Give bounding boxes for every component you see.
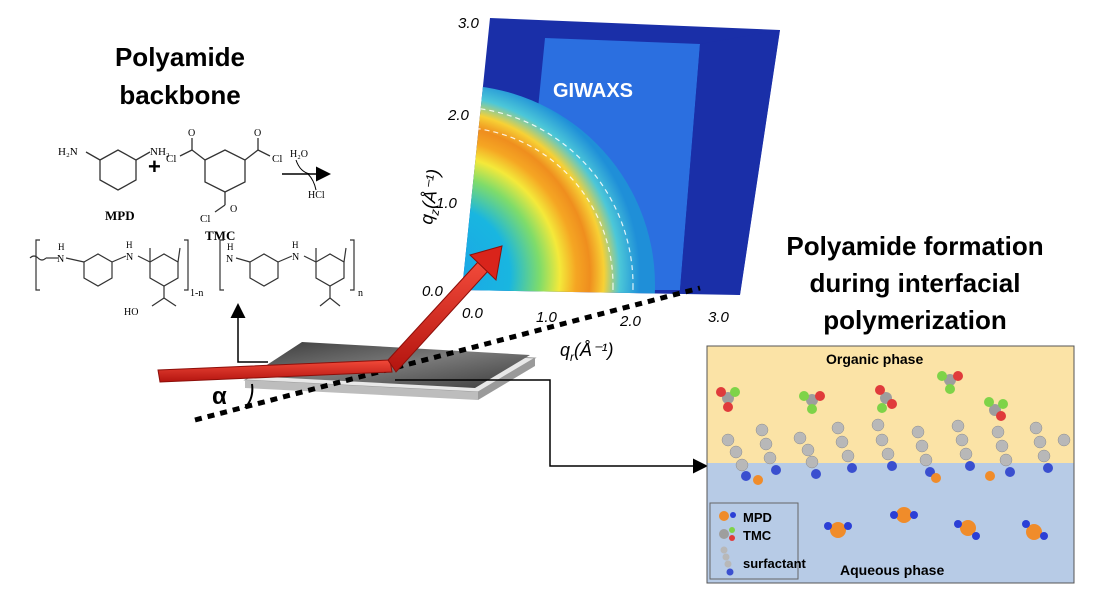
giwaxs-label: GIWAXS [553,80,633,102]
legend-surfactant-label: surfactant [743,556,807,571]
polymer-structure [29,239,355,307]
surfactant-layer [721,418,1071,485]
y-axis: 3.0 2.0 1.0 0.0 qz(Å⁻¹) [416,15,479,300]
carboxyl-ho: HO [124,307,138,318]
amine-left-label: H₂N [58,146,78,158]
mpd-label: MPD [105,208,135,223]
mpd-benzene-ring [99,149,137,191]
amide-h-3: H [227,242,234,252]
amide-n-4: N [292,252,299,263]
water-label: H₂O [290,149,308,160]
x-tick-2: 2.0 [619,313,642,330]
organic-phase-label: Organic phase [826,351,923,367]
legend-tmc-swatch [719,527,735,541]
title-line-2: backbone [119,80,241,110]
x-tick-1: 1.0 [536,309,558,326]
amide-n-1: N [57,254,64,265]
y-tick-3: 3.0 [458,15,480,32]
tmc-oxygen-2: O [254,128,261,139]
aqueous-phase-label: Aqueous phase [840,562,944,578]
reaction-scheme: H₂N NH₂ + O O O Cl Cl Cl MPD TMC H₂O HCl [58,128,331,243]
tmc-oxygen-3: O [230,204,237,215]
plus-sign: + [148,154,161,179]
y-tick-2: 2.0 [447,107,470,124]
amide-h-4: H [292,240,299,250]
legend-mpd-swatch [719,511,736,521]
amide-h-1: H [58,242,65,252]
x-tick-0: 0.0 [462,305,484,322]
tmc-chlorine-2: Cl [272,153,282,165]
mpd-molecules [824,507,1048,540]
connector-to-panel [395,379,708,474]
angle-alpha-label: α [212,383,227,410]
x-axis-title: qr(Å⁻¹) [560,340,614,364]
amine-right-label: NH₂ [150,146,170,158]
tmc-benzene-ring [204,149,246,193]
y-tick-1: 1.0 [436,195,458,212]
subscript-1-n: 1-n [190,288,203,299]
x-axis: 0.0 1.0 2.0 3.0 qr(Å⁻¹) [462,305,730,364]
hcl-label: HCl [308,190,325,201]
y-tick-0: 0.0 [422,283,444,300]
amide-n-3: N [226,254,233,265]
x-tick-3: 3.0 [708,309,730,326]
tmc-chlorine-1: Cl [166,153,176,165]
title-line-2: during interfacial [809,268,1021,298]
angle-arc [244,383,254,409]
tmc-oxygen-1: O [188,128,195,139]
amide-n-2: N [126,252,133,263]
legend-mpd-label: MPD [743,510,772,525]
amide-h-2: H [126,240,133,250]
polyamide-backbone-title: Polyamide backbone [60,38,300,114]
x-ray-beam [157,245,503,383]
polymer-labels: N H N H N H N H HO 1-n n [57,240,363,318]
title-line-1: Polyamide formation [786,231,1044,261]
legend-tmc-label: TMC [743,528,772,543]
interfacial-polymerization-title: Polyamide formation during interfacial p… [745,228,1085,339]
surface-plane-line [194,285,701,423]
title-line-1: Polyamide [114,42,246,72]
tmc-chlorine-3: Cl [200,213,210,225]
connector-to-polymer [230,303,268,363]
interface-panel: MPD TMC surfactant Organic phase Aqueous… [706,345,1075,584]
giwaxs-detector: GIWAXS [462,18,780,295]
reaction-arrow: H₂O HCl [282,149,331,201]
tmc-label: TMC [205,228,235,243]
legend-surfactant-swatch [720,546,734,576]
tmc-molecules [716,371,1008,421]
subscript-n: n [358,288,363,299]
title-line-3: polymerization [823,305,1007,335]
